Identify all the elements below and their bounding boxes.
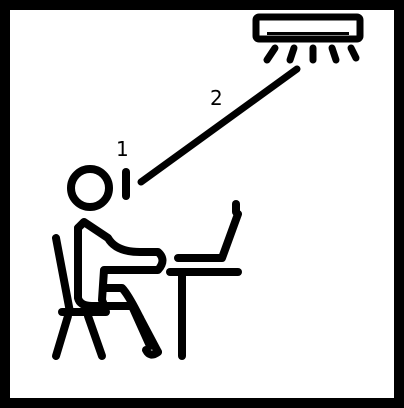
airflow-icon xyxy=(267,48,356,60)
air-conditioner-icon xyxy=(256,17,360,39)
label-two: 2 xyxy=(210,86,223,110)
frame-border xyxy=(5,5,399,403)
person-icon xyxy=(71,169,163,355)
label-one: 1 xyxy=(116,137,129,161)
desk-icon xyxy=(170,272,238,356)
laptop-icon xyxy=(178,204,238,258)
